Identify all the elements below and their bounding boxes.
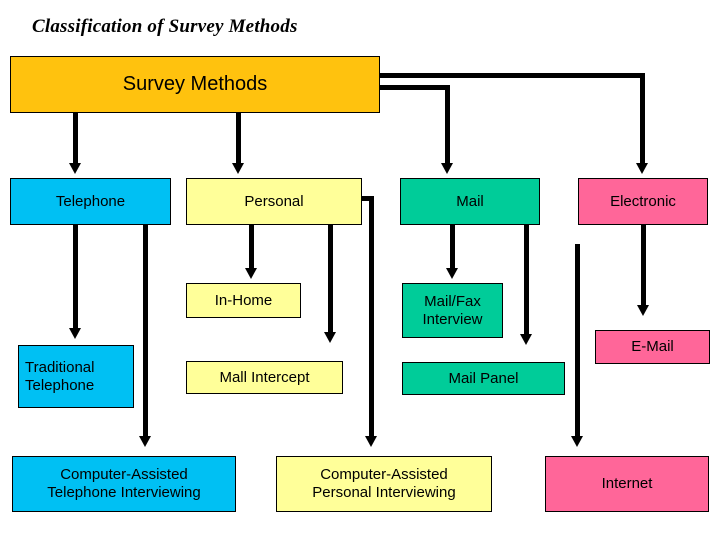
node-electronic[interactable]: Electronic <box>578 178 708 225</box>
connector-segment <box>73 225 78 331</box>
node-personal[interactable]: Personal <box>186 178 362 225</box>
connector-segment <box>369 196 374 439</box>
connector-segment <box>380 73 645 78</box>
arrowhead-icon <box>139 436 151 447</box>
connector-segment <box>450 225 455 271</box>
connector-segment <box>380 85 450 90</box>
arrowhead-icon <box>365 436 377 447</box>
arrowhead-icon <box>637 305 649 316</box>
node-cati[interactable]: Computer-Assisted Telephone Interviewing <box>12 456 236 512</box>
node-capi[interactable]: Computer-Assisted Personal Interviewing <box>276 456 492 512</box>
node-mail-fax-interview[interactable]: Mail/Fax Interview <box>402 283 503 338</box>
connector-segment <box>73 113 78 166</box>
arrowhead-icon <box>636 163 648 174</box>
arrowhead-icon <box>441 163 453 174</box>
arrowhead-icon <box>520 334 532 345</box>
connector-segment <box>362 196 374 201</box>
page-title: Classification of Survey Methods <box>32 16 298 37</box>
node-mall-intercept[interactable]: Mall Intercept <box>186 361 343 394</box>
connector-segment <box>641 225 646 308</box>
node-e-mail[interactable]: E-Mail <box>595 330 710 364</box>
arrowhead-icon <box>69 328 81 339</box>
arrowhead-icon <box>571 436 583 447</box>
arrowhead-icon <box>69 163 81 174</box>
connector-segment <box>640 73 645 166</box>
node-survey-methods[interactable]: Survey Methods <box>10 56 380 113</box>
connector-segment <box>524 225 529 337</box>
node-traditional-telephone[interactable]: Traditional Telephone <box>18 345 134 408</box>
arrowhead-icon <box>324 332 336 343</box>
arrowhead-icon <box>232 163 244 174</box>
connector-segment <box>236 113 241 166</box>
arrowhead-icon <box>245 268 257 279</box>
connector-segment <box>249 225 254 271</box>
node-telephone[interactable]: Telephone <box>10 178 171 225</box>
connector-segment <box>445 85 450 166</box>
connector-segment <box>328 225 333 335</box>
connector-segment <box>575 244 580 439</box>
arrowhead-icon <box>446 268 458 279</box>
connector-segment <box>143 225 148 439</box>
node-in-home[interactable]: In-Home <box>186 283 301 318</box>
node-mail[interactable]: Mail <box>400 178 540 225</box>
node-mail-panel[interactable]: Mail Panel <box>402 362 565 395</box>
node-internet[interactable]: Internet <box>545 456 709 512</box>
